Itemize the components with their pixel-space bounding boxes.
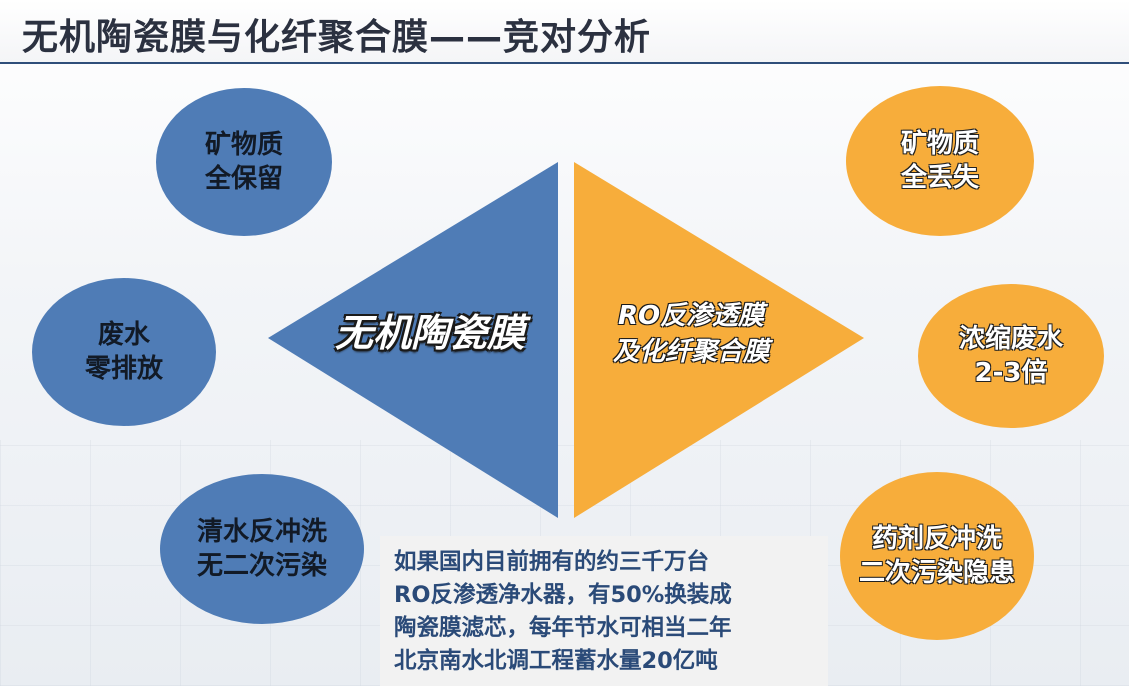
feature-line: 清水反冲洗 — [196, 517, 327, 547]
polymer-feature-wastewater: 浓缩废水 2-3倍 — [918, 284, 1104, 428]
title-bar: 无机陶瓷膜与化纤聚合膜——竞对分析 — [0, 0, 1129, 64]
note-line: RO反渗透净水器，有50%换装成 — [394, 582, 732, 608]
ceramic-feature-minerals: 矿物质 全保留 — [156, 88, 332, 236]
feature-line: 2-3倍 — [974, 358, 1048, 388]
polymer-feature-minerals: 矿物质 全丢失 — [846, 86, 1034, 236]
feature-line: 矿物质 — [204, 130, 283, 160]
feature-line: 药剂反冲洗 — [871, 524, 1002, 554]
polymer-label-line-1: RO反渗透膜 — [617, 301, 765, 331]
note-line: 陶瓷膜滤芯，每年节水可相当二年 — [394, 615, 732, 641]
note-line: 如果国内目前拥有的约三千万台 — [394, 549, 710, 575]
ceramic-feature-wastewater: 废水 零排放 — [32, 278, 216, 426]
polymer-feature-backwash: 药剂反冲洗 二次污染隐患 — [840, 472, 1034, 640]
slide-title: 无机陶瓷膜与化纤聚合膜——竞对分析 — [22, 17, 652, 58]
feature-line: 浓缩废水 — [958, 324, 1063, 354]
note-line: 北京南水北调工程蓄水量20亿吨 — [394, 648, 718, 674]
polymer-triangle — [574, 162, 864, 518]
feature-line: 矿物质 — [900, 129, 979, 159]
ceramic-feature-backwash: 清水反冲洗 无二次污染 — [160, 474, 364, 624]
feature-line: 全丢失 — [900, 163, 979, 193]
ceramic-membrane-label: 无机陶瓷膜 — [334, 311, 525, 355]
feature-line: 无二次污染 — [196, 551, 327, 581]
water-saving-note: 如果国内目前拥有的约三千万台 RO反渗透净水器，有50%换装成 陶瓷膜滤芯，每年… — [380, 536, 828, 686]
polymer-membrane-label: RO反渗透膜 及化纤聚合膜 — [586, 298, 796, 370]
feature-line: 废水 — [97, 320, 150, 350]
feature-line: 零排放 — [84, 354, 163, 384]
feature-line: 全保留 — [204, 164, 283, 194]
polymer-label-line-2: 及化纤聚合膜 — [612, 337, 769, 367]
feature-line: 二次污染隐患 — [858, 558, 1015, 588]
ceramic-triangle — [268, 162, 558, 518]
